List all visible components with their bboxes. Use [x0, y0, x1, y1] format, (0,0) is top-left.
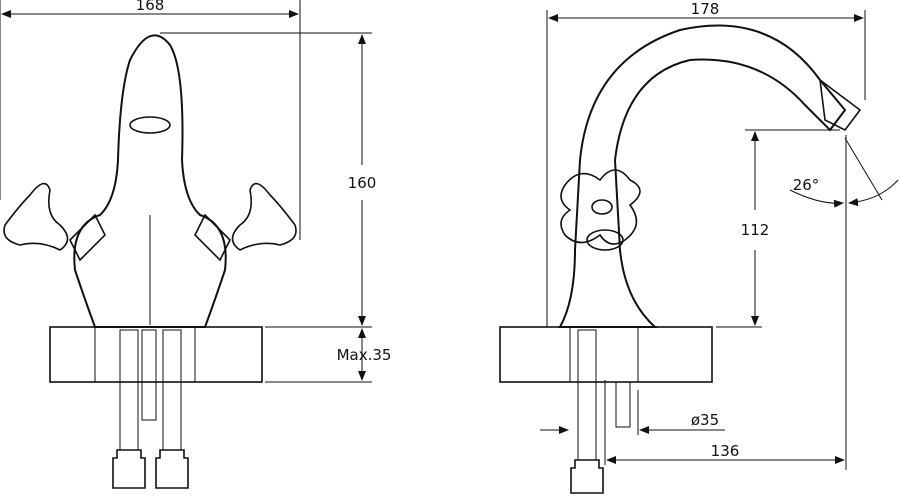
- side-view: 178 112 26° ø35 136: [499, 0, 899, 494]
- dimension-spout-height: 112: [716, 129, 840, 328]
- faucet-body-side: [558, 24, 847, 328]
- dim-160: 160: [348, 174, 377, 192]
- supply-hoses-front: [112, 329, 189, 489]
- spout-tip: [818, 78, 862, 132]
- dim-168: 168: [136, 0, 165, 14]
- dim-136: 136: [711, 442, 740, 460]
- dim-178: 178: [691, 0, 720, 18]
- aerator: [129, 116, 171, 134]
- dimension-hole-diameter: ø35: [540, 390, 725, 435]
- supply-hose-side: [570, 329, 631, 494]
- dimension-reach-total: 178: [546, 0, 866, 327]
- counter-slab-side: [499, 326, 713, 383]
- front-view: 168 160 Max.35: [0, 0, 392, 489]
- dim-26deg: 26°: [793, 176, 820, 194]
- dim-112: 112: [741, 221, 770, 239]
- faucet-body-front: [73, 34, 227, 328]
- handle-right: [194, 182, 297, 262]
- dim-max35: Max.35: [337, 346, 392, 364]
- dimension-height-front: 160 Max.35: [160, 32, 392, 383]
- dim-o35: ø35: [691, 411, 719, 429]
- dimension-angle: 26°: [789, 135, 899, 470]
- cross-handle-side: [560, 169, 641, 251]
- handle-left: [3, 182, 106, 262]
- dimension-reach: 136: [604, 380, 845, 465]
- dimension-width-front: 168: [0, 0, 301, 240]
